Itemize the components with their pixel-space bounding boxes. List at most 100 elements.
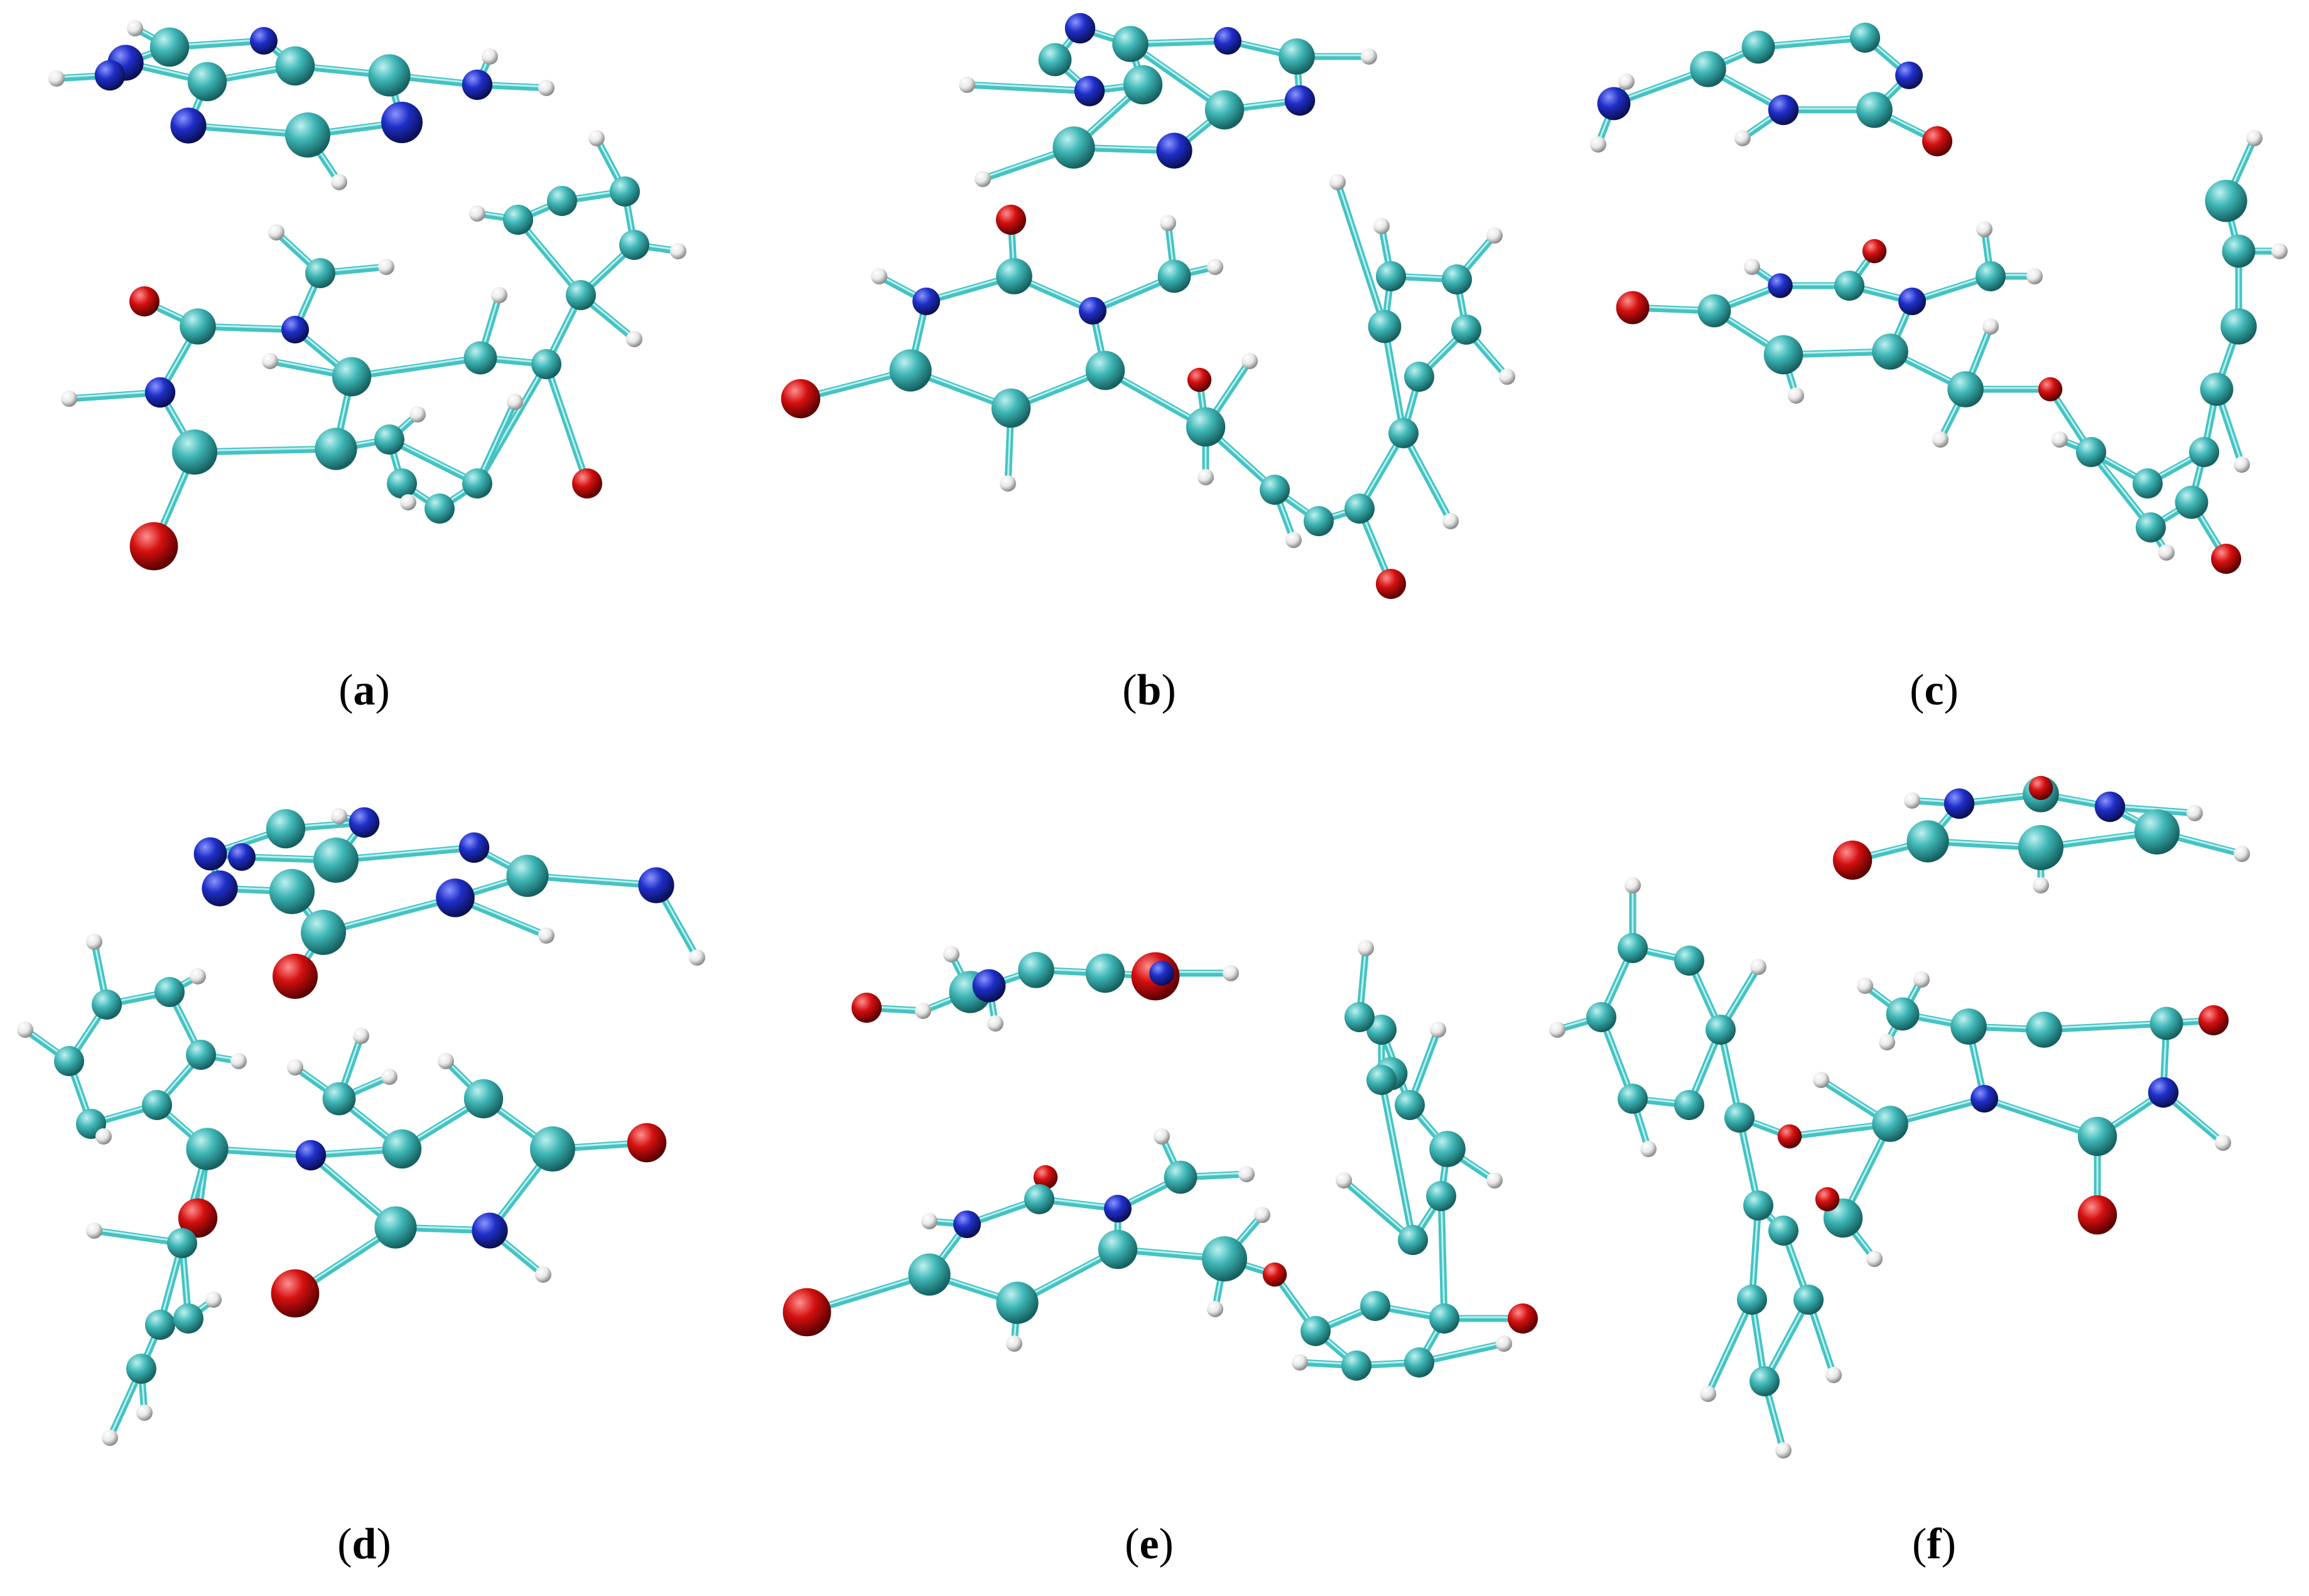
- hydrogen-atom-panel-b: [1198, 469, 1214, 485]
- bond-highlight-panel-f: [1983, 1096, 2099, 1136]
- hydrogen-atom-panel-b: [975, 171, 991, 187]
- oxygen-atom-panel-e: [782, 1288, 831, 1337]
- bond-panel-d: [320, 894, 459, 936]
- carbon-atom-panel-a: [374, 424, 404, 455]
- hydrogen-atom-panel-f: [1625, 877, 1641, 893]
- carbon-atom-panel-c: [1850, 23, 1880, 53]
- carbon-atom-panel-c: [2133, 468, 2163, 499]
- carbon-atom-panel-f: [1724, 1103, 1755, 1133]
- carbon-atom-panel-d: [266, 809, 306, 849]
- bond-highlight-panel-a: [350, 355, 482, 377]
- oxygen-atom-panel-c: [2038, 377, 2063, 402]
- carbon-atom-panel-b: [1052, 126, 1095, 169]
- carbon-atom-panel-c: [1690, 51, 1726, 87]
- carbon-atom-panel-f: [1674, 946, 1704, 976]
- hydrogen-atom-panel-f: [1857, 978, 1873, 994]
- carbon-atom-panel-d: [173, 1303, 203, 1334]
- carbon-atom-panel-a: [187, 62, 227, 102]
- carbon-atom-panel-b: [1260, 475, 1290, 505]
- hydrogen-atom-panel-b: [1361, 48, 1377, 65]
- carbon-atom-panel-c: [2175, 485, 2209, 519]
- hydrogen-atom-panel-d: [535, 1266, 551, 1283]
- carbon-atom-panel-f: [2149, 1006, 2183, 1040]
- hydrogen-atom-panel-e: [1496, 1335, 1512, 1352]
- oxygen-atom-panel-d: [273, 954, 318, 999]
- nitrogen-atom-panel-d: [193, 837, 227, 871]
- carbon-atom-panel-f: [2018, 825, 2063, 870]
- hydrogen-atom-panel-e: [1292, 1354, 1308, 1371]
- hydrogen-atom-panel-d: [381, 1069, 397, 1085]
- carbon-atom-panel-d: [167, 1228, 197, 1258]
- hydrogen-atom-panel-f: [1813, 1072, 1829, 1088]
- carbon-atom-panel-b: [1344, 493, 1375, 524]
- carbon-atom-panel-e: [1085, 953, 1125, 993]
- nitrogen-atom-panel-c: [1768, 94, 1799, 126]
- carbon-atom-panel-f: [1706, 1015, 1736, 1045]
- nitrogen-atom-panel-d: [228, 843, 256, 871]
- bond-panel-d: [332, 844, 478, 864]
- carbon-atom-panel-c: [1947, 371, 1984, 407]
- nitrogen-atom-panel-e: [972, 969, 1006, 1003]
- hydrogen-atom-panel-e: [1486, 1172, 1503, 1189]
- carbon-atom-panel-f: [1768, 1216, 1798, 1246]
- hydrogen-atom-panel-d: [95, 1128, 112, 1145]
- caption-e: (e): [1125, 1520, 1174, 1568]
- hydrogen-atom-panel-c: [1618, 73, 1635, 90]
- carbon-atom-panel-e: [1429, 1131, 1466, 1167]
- nitrogen-atom-panel-d: [458, 832, 490, 863]
- carbon-atom-panel-f: [2026, 1011, 2062, 1048]
- hydrogen-atom-panel-e: [915, 1003, 931, 1019]
- carbon-atom-panel-b: [996, 258, 1032, 294]
- carbon-atom-panel-b: [1157, 259, 1191, 293]
- nitrogen-atom-panel-b: [1064, 13, 1096, 44]
- hydrogen-atom-panel-f: [1825, 1367, 1842, 1383]
- hydrogen-atom-panel-a: [670, 243, 686, 259]
- hydrogen-atom-panel-c: [1976, 221, 1993, 237]
- hydrogen-atom-panel-f: [1640, 1141, 1657, 1157]
- hydrogen-atom-panel-e: [1358, 940, 1374, 956]
- carbon-atom-panel-e: [1366, 1065, 1397, 1095]
- hydrogen-atom-panel-d: [689, 949, 705, 966]
- nitrogen-atom-panel-f: [1944, 788, 1975, 819]
- hydrogen-atom-panel-f: [1700, 1386, 1716, 1402]
- bond-highlight-panel-c: [1757, 35, 1866, 47]
- hydrogen-atom-panel-a: [48, 70, 65, 87]
- carbon-atom-panel-b: [1304, 506, 1334, 536]
- bond-panel-e: [1340, 1177, 1417, 1244]
- oxygen-atom-panel-c: [1616, 291, 1650, 325]
- caption-b: (b): [1122, 666, 1176, 714]
- carbon-atom-panel-b: [889, 349, 932, 392]
- caption-d: (d): [337, 1520, 391, 1568]
- hydrogen-atom-panel-e: [1336, 1172, 1352, 1189]
- oxygen-atom-panel-e: [852, 993, 882, 1023]
- carbon-atom-panel-b: [1376, 261, 1406, 291]
- carbon-atom-panel-b: [1388, 418, 1419, 448]
- bond-highlight-panel-f: [1707, 1297, 1753, 1394]
- hydrogen-atom-panel-d: [205, 1291, 222, 1308]
- hydrogen-atom-panel-a: [626, 331, 642, 347]
- hydrogen-atom-panel-d: [353, 1028, 369, 1044]
- bond-highlight-panel-a: [193, 446, 337, 452]
- nitrogen-atom-panel-b: [912, 288, 940, 315]
- hydrogen-atom-panel-f: [1879, 1034, 1895, 1050]
- hydrogen-atom-panel-a: [409, 406, 426, 423]
- hydrogen-atom-panel-a: [588, 130, 605, 146]
- carbon-atom-panel-e: [1395, 1090, 1425, 1120]
- carbon-atom-panel-f: [1618, 1084, 1648, 1114]
- carbon-atom-panel-d: [463, 1079, 504, 1119]
- hydrogen-atom-panel-e: [921, 1213, 938, 1229]
- carbon-atom-panel-b: [1085, 350, 1125, 391]
- carbon-atom-panel-a: [387, 468, 417, 499]
- oxygen-atom-panel-f: [1815, 1187, 1840, 1212]
- carbon-atom-panel-d: [186, 1128, 229, 1170]
- carbon-atom-panel-d: [322, 1082, 356, 1116]
- nitrogen-atom-panel-a: [462, 69, 493, 100]
- bond-highlight-panel-a: [517, 217, 582, 295]
- hydrogen-atom-panel-f: [1750, 959, 1766, 975]
- hydrogen-atom-panel-d: [86, 1222, 102, 1239]
- carbon-atom-panel-c: [2189, 437, 2219, 467]
- bond-highlight-panel-d: [526, 873, 657, 885]
- hydrogen-atom-panel-e: [1430, 1022, 1446, 1038]
- carbon-atom-panel-d: [154, 977, 185, 1007]
